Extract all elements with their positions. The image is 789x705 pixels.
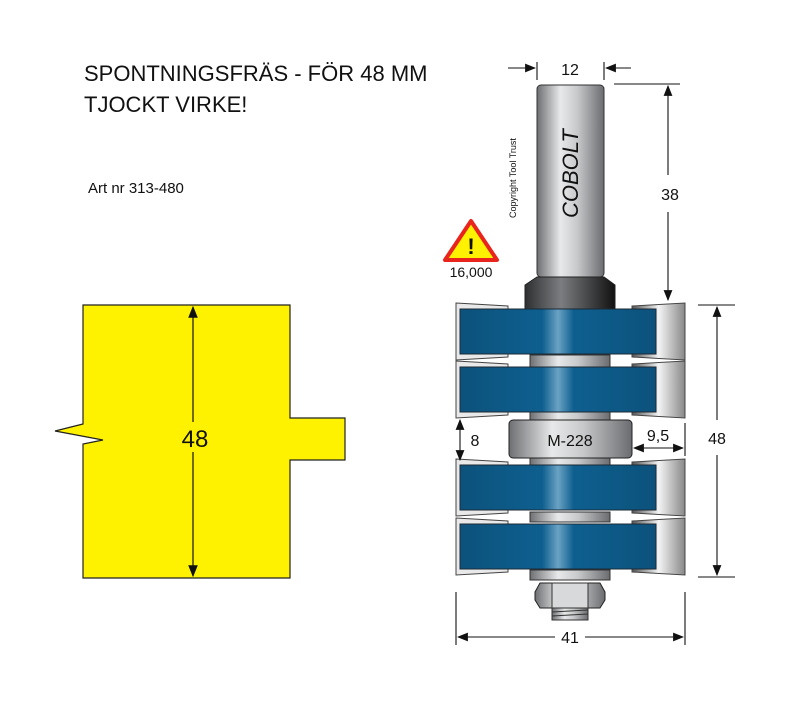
cut-height-label: 48 xyxy=(708,431,726,448)
groove-gap-label: 8 xyxy=(471,433,480,450)
svg-text:!: ! xyxy=(467,234,474,259)
warning-triangle-icon: ! xyxy=(443,219,499,262)
product-title: SPONTNINGSFRÄS - FÖR 48 MM TJOCKT VIRKE! xyxy=(84,58,427,120)
cutter-wing xyxy=(455,458,686,517)
bearing-label: M-228 xyxy=(547,433,592,450)
profile-height-label: 48 xyxy=(182,426,209,453)
bearing: M-228 xyxy=(508,419,633,459)
article-number: Art nr 313-480 xyxy=(88,180,184,197)
shank-length-label: 38 xyxy=(661,187,679,204)
brand-logo: COBOLT xyxy=(558,128,583,218)
cutter-diameter-label: 41 xyxy=(561,630,579,647)
depth-label: 9,5 xyxy=(647,428,669,445)
title-line-2: TJOCKT VIRKE! xyxy=(84,92,248,117)
title-line-1: SPONTNINGSFRÄS - FÖR 48 MM xyxy=(84,61,428,86)
nut xyxy=(534,582,606,621)
wood-profile: 48 xyxy=(54,304,346,579)
cutter-wing xyxy=(455,360,686,419)
copyright-text: Copyright Tool Trust xyxy=(508,138,518,218)
cutter-wing xyxy=(455,302,686,361)
shank-diameter-label: 12 xyxy=(561,62,579,79)
dimension-lines xyxy=(455,62,735,645)
cutter-wing xyxy=(455,517,686,576)
router-bit: COBOLT M-228 xyxy=(455,84,686,621)
max-rpm-label: 16,000 xyxy=(450,264,493,280)
